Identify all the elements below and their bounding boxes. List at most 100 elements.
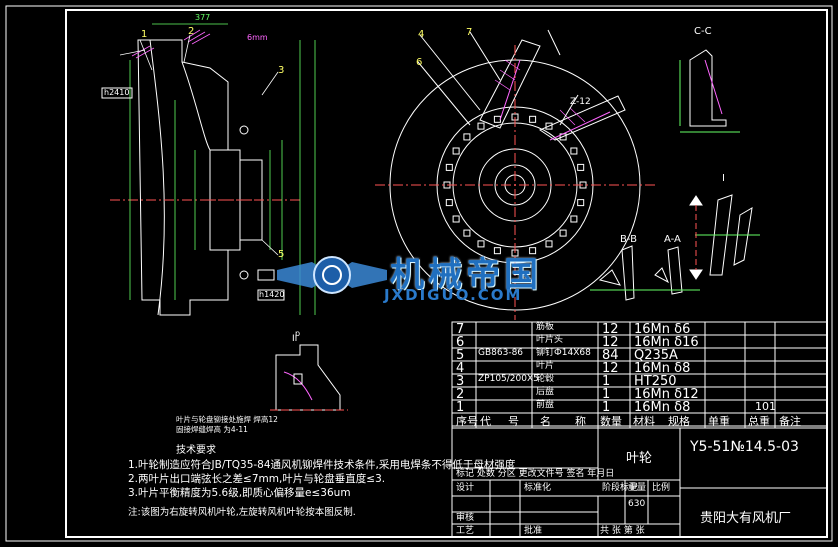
watermark-en: JXDIGUO.COM (384, 286, 523, 304)
bom-header-spec: 规格 (668, 415, 690, 428)
rivet-mark (452, 147, 460, 155)
rivet-mark (477, 240, 485, 248)
bom-no: 2 (456, 387, 465, 402)
bom-material: 16Mn δ6 (634, 322, 691, 337)
bom-header-name1: 名 (540, 415, 551, 428)
bom-qty: 1 (602, 400, 611, 415)
weight-label: 重量 (628, 483, 647, 493)
standard-label: 标准化 (524, 483, 552, 493)
note-footer: 注:该图为右旋转风机叶轮,左旋转风机叶轮按本图反制. (128, 507, 356, 518)
part-name: 叶轮 (626, 451, 653, 466)
bom-header-no: 序号 (456, 415, 478, 428)
bom-qty: 1 (602, 374, 611, 389)
rivet-mark (545, 240, 553, 248)
section-label-bb: B-B (620, 234, 637, 245)
notes-title: 技术要求 (176, 445, 216, 456)
bottom-detail-label: p (295, 329, 301, 338)
callout-1: 1 (141, 29, 148, 40)
bom-no: 5 (456, 348, 465, 363)
company-name: 贵阳大有风机厂 (700, 511, 792, 526)
bom-material: 16Mn δ8 (634, 400, 691, 415)
bom-header-weight-single: 单重 (708, 415, 730, 428)
weight-value: 630 (628, 499, 646, 509)
bom-no: 6 (456, 335, 465, 350)
outer-border (5, 5, 833, 542)
bom-table (451, 321, 828, 538)
bom-no: 3 (456, 374, 465, 389)
bom-qty: 12 (602, 361, 619, 376)
callout-2: 2 (188, 26, 195, 37)
bom-weight: 101 (755, 400, 776, 413)
bom-header-remark: 备注 (779, 415, 801, 428)
rivet-mark (570, 147, 578, 155)
inner-border (65, 9, 828, 538)
bom-header-weight-total: 总重 (748, 415, 770, 428)
bom-name: 后盘 (536, 387, 555, 397)
bom-material: 16Mn δ16 (634, 335, 699, 350)
note-item-1: 1.叶轮制造应符合JB/TQ35-84通风机铆焊件技术条件,采用电焊条不得低于母… (128, 459, 516, 471)
dim-6mm: 6mm (247, 33, 268, 42)
bom-qty: 12 (602, 335, 619, 350)
bom-name: 轮毂 (536, 374, 555, 384)
design-label: 设计 (456, 483, 475, 493)
review-label: 审核 (456, 513, 475, 523)
bom-header-qty: 数量 (600, 415, 622, 428)
rivet-mark (545, 122, 553, 130)
bom-no: 7 (456, 322, 465, 337)
bom-name: 筋板 (536, 322, 555, 332)
bom-qty: 84 (602, 348, 619, 363)
section-label-cc: C-C (694, 26, 712, 37)
bom-header-codeno: 号 (508, 415, 519, 428)
section-label-aa: A-A (664, 234, 681, 245)
callout-6: 6 (416, 57, 423, 68)
rivet-mark (493, 247, 501, 255)
watermark-cn: 机械帝国 (390, 255, 542, 295)
sheets-label: 共 张 第 张 (600, 526, 645, 536)
dim-h2410: h2410 (104, 88, 130, 97)
callout-3: 3 (278, 65, 285, 76)
front-view (375, 29, 655, 320)
bom-material: HT250 (634, 374, 677, 389)
drawing-no: Y5-51№14.5-03 (690, 439, 799, 455)
section-cc (679, 49, 740, 133)
rivet-mark (493, 115, 501, 123)
bom-code: GB863-86 (478, 348, 524, 358)
watermark-logo (277, 256, 387, 294)
bom-header-name2: 称 (575, 415, 586, 428)
rivet-mark (463, 229, 471, 237)
rivet-mark (463, 133, 471, 141)
callout-4: 4 (418, 29, 425, 40)
section-label-i: I (722, 173, 725, 184)
rivet-mark (570, 215, 578, 223)
stage-mark-label: 阶段标记 (602, 483, 639, 493)
callout-5: 5 (278, 249, 285, 260)
rivet-mark (559, 229, 567, 237)
note-item-3: 3.叶片平衡精度为5.6级,即质心偏移量e≤36um (128, 487, 351, 499)
approve-label: 批准 (524, 526, 543, 536)
bom-material: 16Mn δ8 (634, 361, 691, 376)
side-note-1: 叶片与轮盘铆接处施焊 焊高12 (176, 415, 278, 424)
rivet-mark (477, 122, 485, 130)
bom-header-code: 代 (480, 415, 491, 428)
process-label: 工艺 (456, 526, 475, 536)
rivet-mark (445, 199, 453, 207)
scale-label: 比例 (652, 483, 671, 493)
rivet-mark (445, 163, 453, 171)
bom-qty: 12 (602, 322, 619, 337)
bom-material: 16Mn δ12 (634, 387, 699, 402)
bom-name: 铆钉Ф14X68 (536, 348, 591, 358)
mark-row: 标记 处数 分区 更改文件号 签名 年月日 (456, 469, 615, 479)
rivet-mark (577, 163, 585, 171)
rivet-mark (529, 247, 537, 255)
side-note-2: 固接焊缝焊高 为4-11 (176, 425, 248, 434)
bom-name: 前盘 (536, 400, 555, 410)
bom-material: Q235A (634, 348, 678, 363)
bom-no: 1 (456, 400, 465, 415)
detail-i (689, 194, 760, 280)
label-z12: Z-12 (570, 97, 591, 107)
section-label-ii: II (292, 334, 298, 344)
rivet-mark (577, 199, 585, 207)
bom-no: 4 (456, 361, 465, 376)
rivet-mark (529, 115, 537, 123)
